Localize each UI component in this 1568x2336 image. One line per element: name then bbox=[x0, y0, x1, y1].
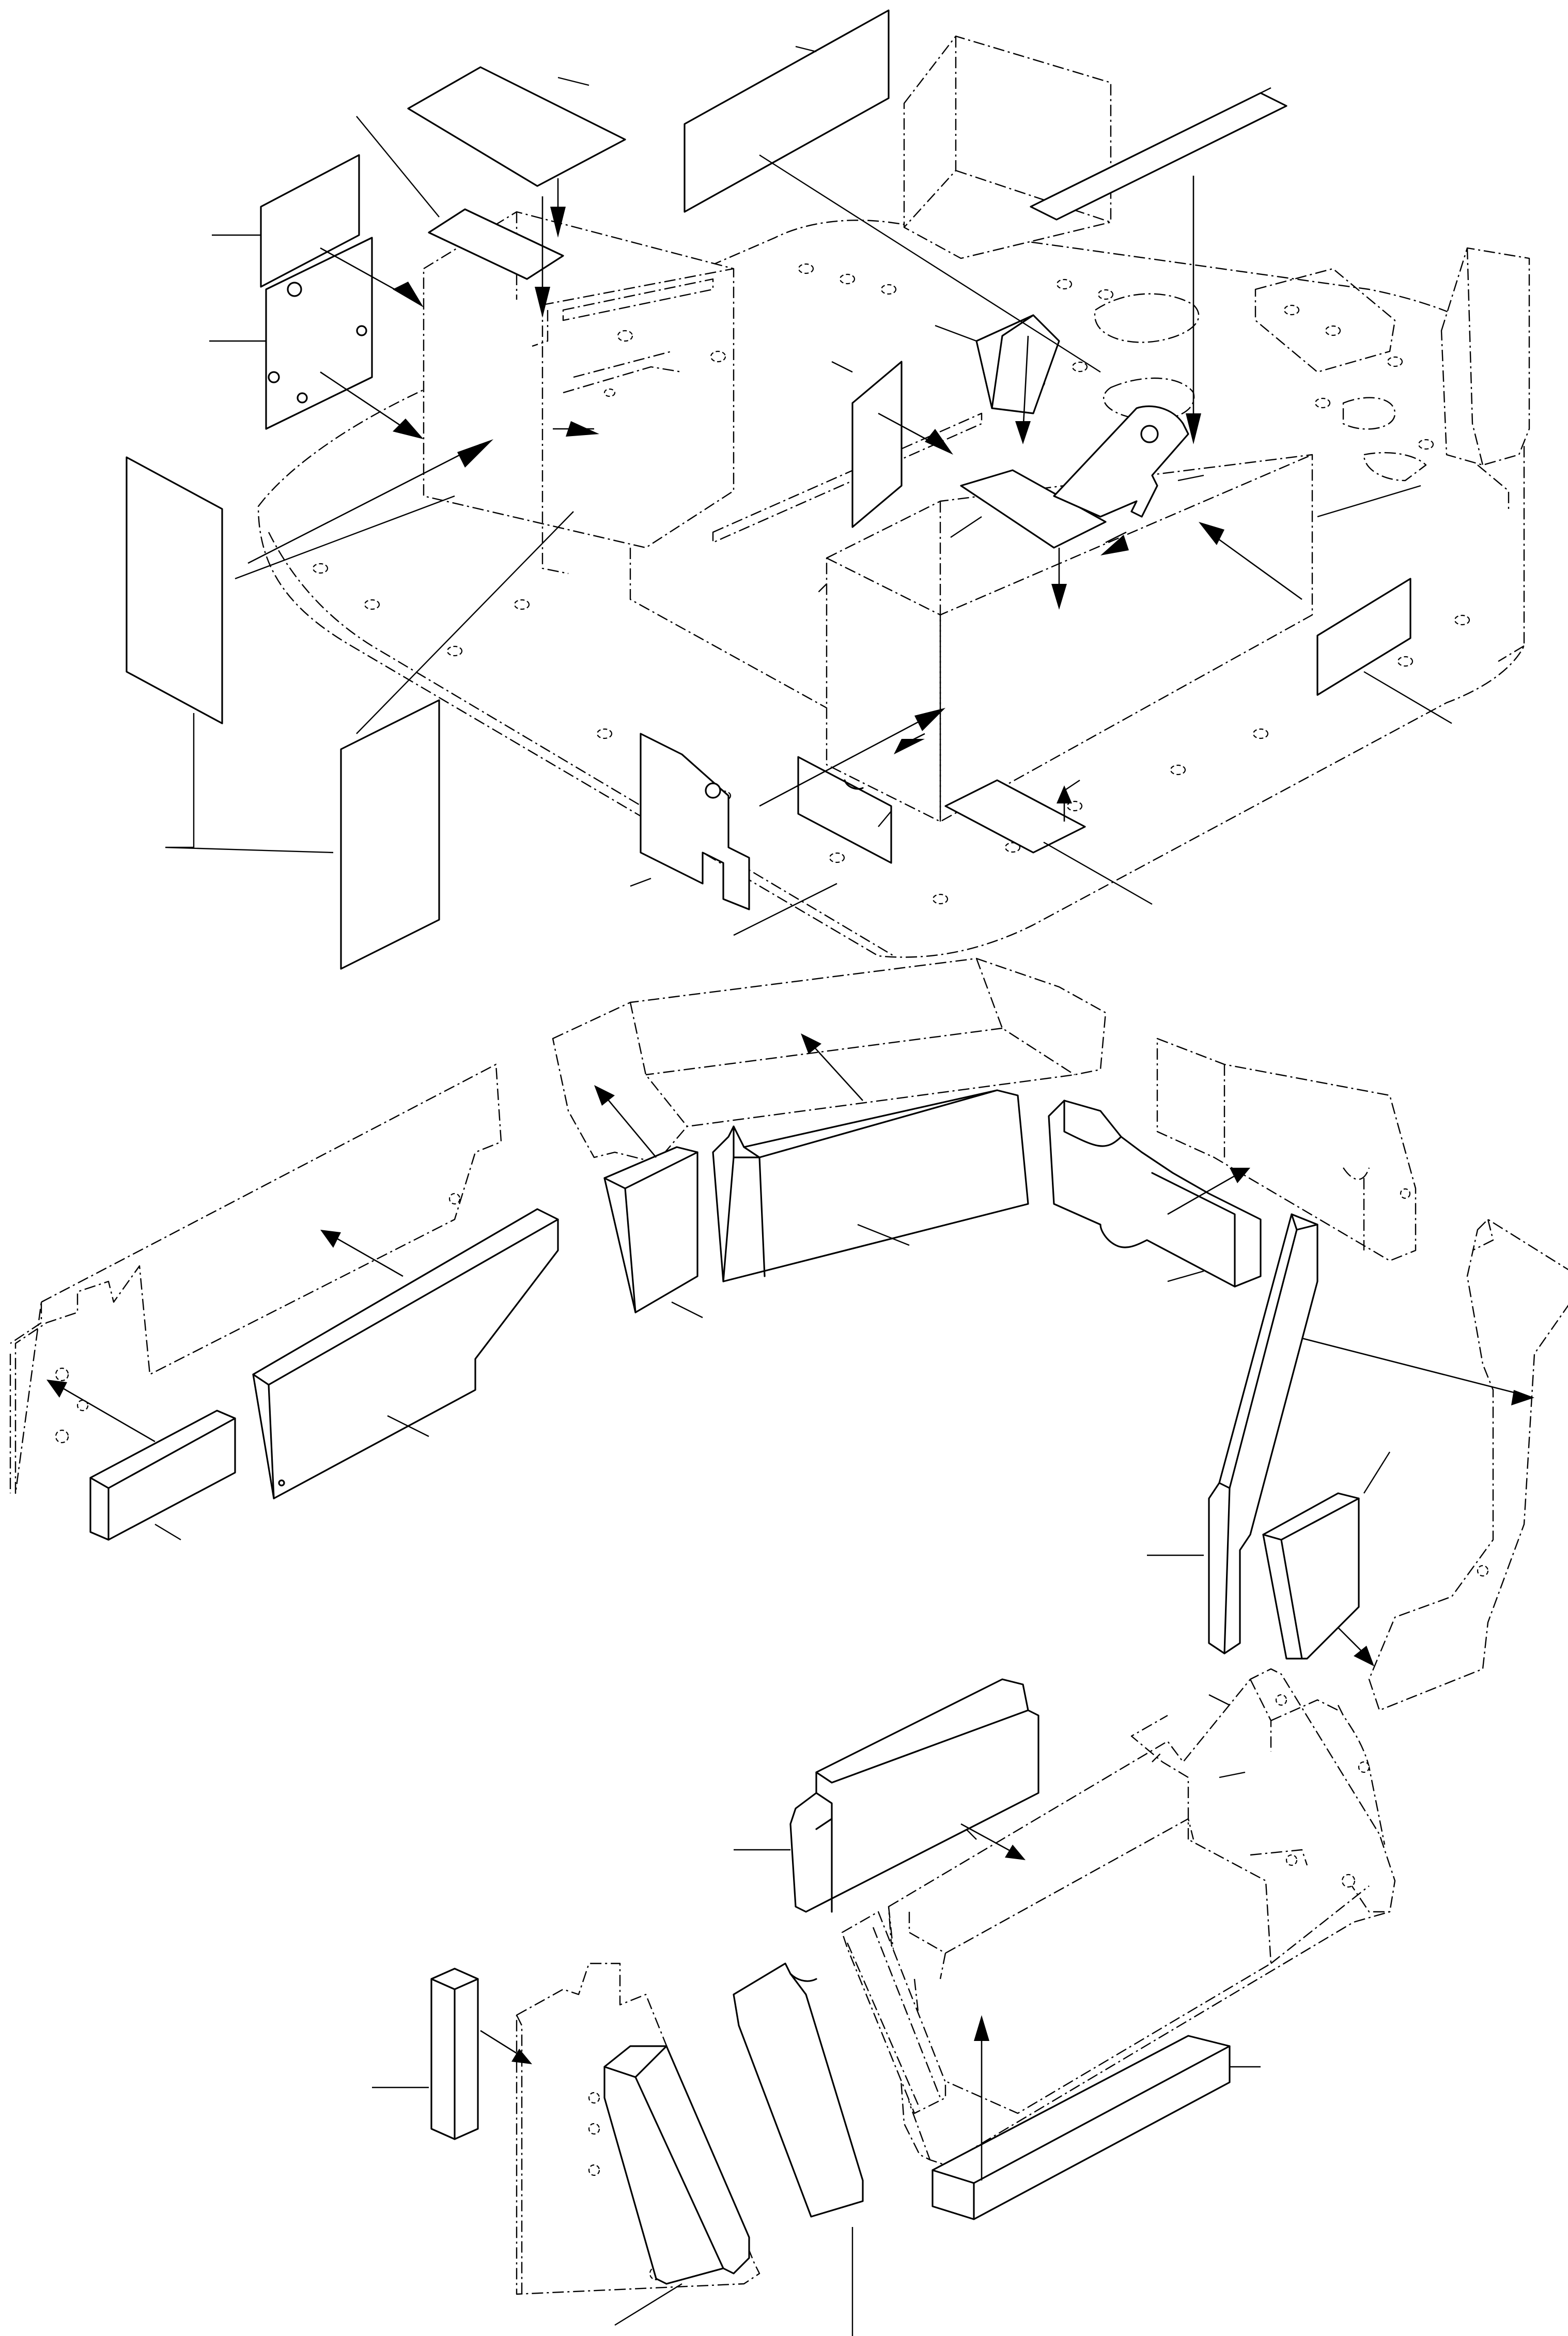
bottom-long-bar bbox=[932, 2035, 1231, 2220]
panel-notched-front bbox=[640, 733, 750, 910]
block-mid-stepped-center bbox=[712, 1089, 1029, 1282]
panel-center-small-flat bbox=[960, 469, 1107, 549]
mid-leader-lines bbox=[154, 1224, 1391, 1556]
panel-center-upright bbox=[851, 361, 903, 528]
mid-top-cover bbox=[552, 957, 1107, 1164]
panel-top-strip-right bbox=[1030, 92, 1287, 221]
bottom-leader-lines bbox=[372, 1694, 1261, 2336]
panel-front-strip bbox=[944, 779, 1086, 854]
mid-right-cover bbox=[1156, 1038, 1417, 1262]
block-mid-small-bar bbox=[89, 1410, 236, 1541]
rear-cover-housing bbox=[903, 35, 1112, 259]
bottom-tray-housing bbox=[888, 1668, 1396, 2166]
bracket-plate-tab bbox=[1053, 405, 1189, 518]
panel-top-square bbox=[407, 66, 626, 187]
mid-far-right-cover bbox=[1368, 1218, 1568, 1711]
bottom-thin-plate bbox=[733, 1962, 864, 2218]
panel-left-tall bbox=[126, 456, 223, 724]
block-mid-notched-right bbox=[1048, 1100, 1262, 1288]
left-box-housing bbox=[423, 211, 735, 575]
panel-top-long-left bbox=[684, 9, 890, 213]
bottom-side-strap bbox=[841, 1911, 946, 2114]
panel-left-upper bbox=[260, 154, 360, 288]
block-mid-small-left bbox=[603, 1146, 698, 1313]
panel-left-middle bbox=[265, 237, 373, 430]
right-end-housing bbox=[1440, 247, 1530, 512]
bottom-mid-stepped-block bbox=[789, 1678, 1039, 1913]
wedge-block bbox=[975, 314, 1060, 414]
bottom-tall-post bbox=[430, 1968, 479, 2140]
panel-right-small bbox=[1316, 578, 1411, 696]
bottom-inclined-block bbox=[603, 2045, 750, 2285]
panel-left-lower bbox=[340, 699, 440, 970]
mid-left-long-cover bbox=[9, 1063, 502, 1494]
block-mid-long-left bbox=[252, 1208, 559, 1499]
bottom-assembly-arrows bbox=[480, 1823, 1026, 2180]
panel-small-front bbox=[797, 756, 892, 864]
top-leader-lines bbox=[165, 45, 1452, 936]
center-box-housing bbox=[816, 454, 1313, 823]
top-assembly-arrows bbox=[247, 176, 1302, 822]
mid-assembly-arrows bbox=[46, 1033, 1534, 1666]
block-mid-tall-right bbox=[1208, 1213, 1318, 1654]
panel-top-small bbox=[428, 208, 564, 280]
block-mid-small-right bbox=[1262, 1492, 1360, 1660]
